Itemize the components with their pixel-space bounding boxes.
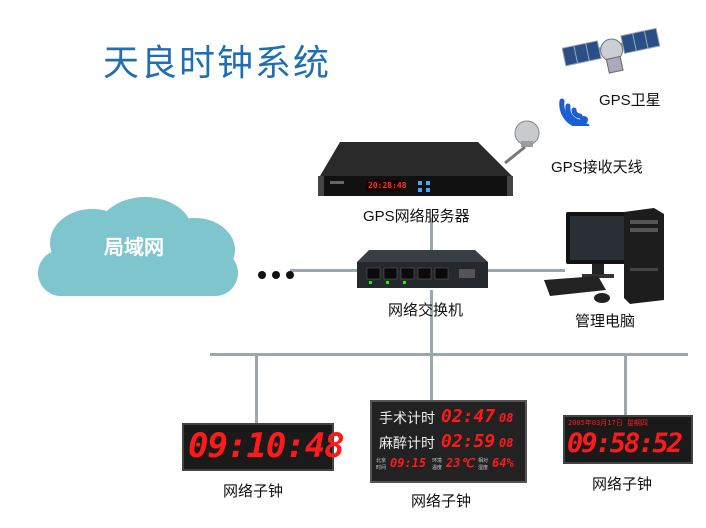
drop-line-center <box>430 355 433 400</box>
clock-center-row2-value: 02:59 <box>441 431 496 452</box>
server-label: GPS网络服务器 <box>363 208 470 225</box>
clock-center-temp: 23℃ <box>446 456 474 470</box>
clock-center-time-label: 北京时间 <box>376 458 387 471</box>
clock-bus-line <box>210 353 688 356</box>
switch-label: 网络交换机 <box>388 302 464 319</box>
server-display: 20:28:48 <box>368 181 407 190</box>
drop-line-left <box>255 355 258 425</box>
satellite-icon <box>562 27 661 74</box>
clock-center-hum-label: 相对湿度 <box>478 458 489 471</box>
gps-server-icon <box>318 142 513 196</box>
clock-center-temp-label: 环境温度 <box>432 458 443 471</box>
drop-line-right <box>624 355 627 417</box>
clock-center-row2-label: 麻醉计时 <box>379 436 435 452</box>
clock-left-panel <box>182 423 334 471</box>
clock-center-row1-label: 手术计时 <box>379 411 435 427</box>
clock-right-time: 09:58:52 <box>567 428 683 459</box>
clock-center-label: 网络子钟 <box>411 493 472 510</box>
clock-center-row1-small: 08 <box>499 411 514 425</box>
clock-center-row2-small: 08 <box>499 436 514 450</box>
wifi-signal-icon <box>559 98 590 126</box>
lan-cloud-label: 局域网 <box>104 235 164 259</box>
network-switch-icon <box>357 250 488 288</box>
pc-label: 管理电脑 <box>575 313 636 330</box>
server-link-line <box>430 218 433 258</box>
clock-center-time: 09:15 <box>390 456 427 470</box>
clock-right-panel <box>563 415 693 464</box>
page-title: 天良时钟系统 <box>103 43 332 84</box>
antenna-label: GPS接收天线 <box>551 159 643 176</box>
management-pc-icon <box>544 208 664 304</box>
satellite-label: GPS卫星 <box>599 92 661 109</box>
clock-center-hum: 64% <box>492 456 514 470</box>
antenna-icon <box>504 120 540 165</box>
clock-right-label: 网络子钟 <box>592 476 653 493</box>
clock-center-panel <box>370 400 527 483</box>
clock-left-display: 09:10:48 <box>188 426 345 466</box>
clock-right-date: 2005年03月17日 星期四 <box>568 419 648 427</box>
ellipsis-dots <box>258 266 300 284</box>
clock-center-row1-value: 02:47 <box>441 406 496 427</box>
lan-cloud-icon <box>38 197 238 296</box>
switch-to-bus-line <box>430 290 433 355</box>
clock-left-label: 网络子钟 <box>223 483 284 500</box>
